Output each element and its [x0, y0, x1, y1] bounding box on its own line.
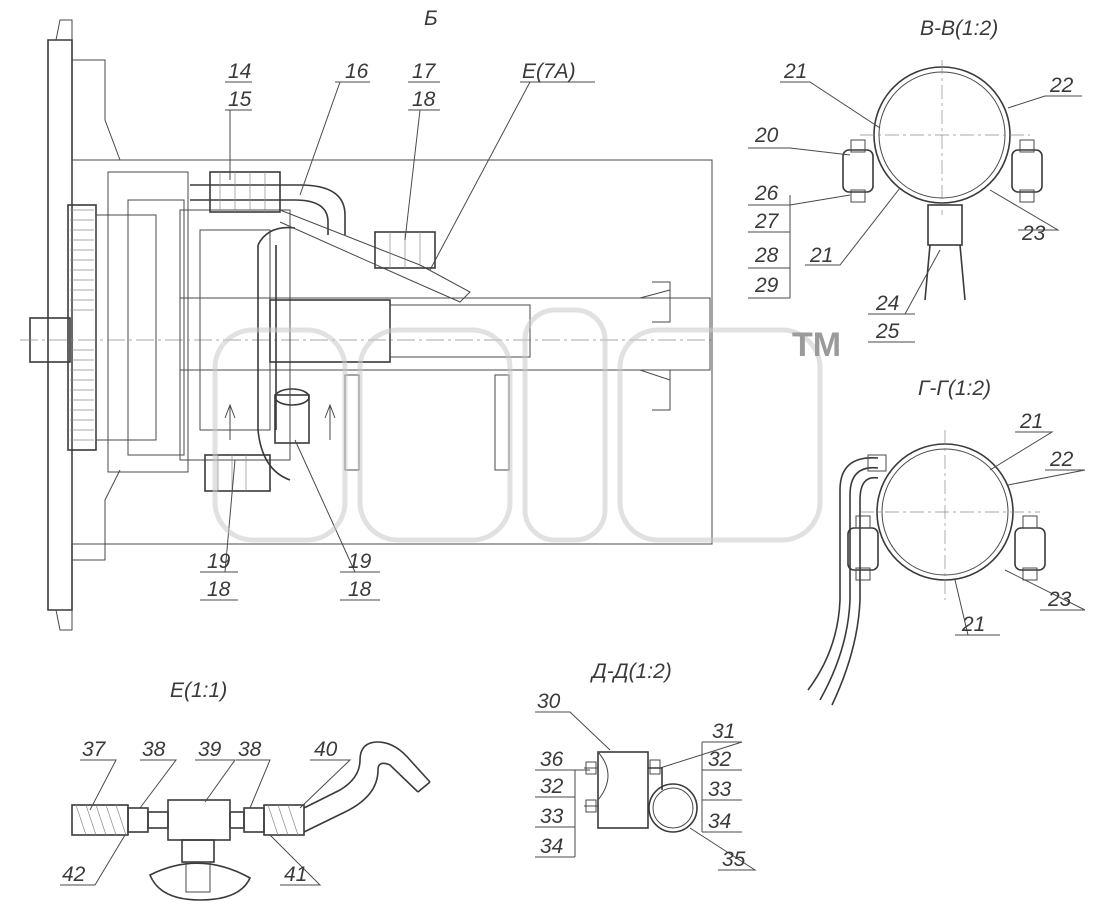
callouts-dd: 30 36 32 33 34 31 32 33 34 35	[537, 690, 746, 871]
callout-32-dd-right: 32	[708, 748, 732, 771]
callouts-gg: 21 22 21 23	[961, 410, 1074, 636]
callout-36-dd: 36	[540, 748, 564, 771]
callout-30-dd: 30	[537, 690, 561, 713]
callout-19-right: 19	[348, 550, 372, 573]
section-vv	[842, 60, 1043, 301]
callout-29-vv: 29	[754, 274, 779, 297]
callout-14: 14	[228, 60, 251, 83]
callout-31-dd: 31	[712, 720, 735, 743]
callouts-main: 14 15 16 17 18 19 18 19 18	[207, 60, 437, 601]
callout-34-dd-left: 34	[540, 835, 563, 858]
callout-16: 16	[345, 60, 369, 83]
title-main-view: Б	[424, 7, 438, 30]
section-vv-leaders	[748, 81, 1082, 343]
title-detail-ref: Е(7А)	[522, 60, 576, 83]
title-section-vv: В-В(1:2)	[920, 17, 998, 40]
callout-34-dd-right: 34	[708, 810, 731, 833]
callout-24-vv: 24	[875, 292, 899, 315]
callout-17: 17	[412, 60, 437, 83]
section-dd-leaders	[535, 711, 757, 871]
callout-25-vv: 25	[875, 320, 900, 343]
callouts-e: 37 38 39 38 40 42 41	[62, 738, 338, 886]
callout-21-gg-top: 21	[1019, 410, 1043, 433]
callout-28-vv: 28	[754, 244, 779, 267]
callout-41-e: 41	[284, 863, 307, 886]
callout-20-vv: 20	[754, 124, 779, 147]
callout-38-e-left: 38	[142, 738, 166, 761]
callout-23-gg: 23	[1047, 588, 1072, 611]
callout-18-right: 18	[348, 578, 372, 601]
title-detail-e: Е(1:1)	[170, 679, 227, 702]
watermark-tm: TM	[792, 326, 841, 364]
callout-27-vv: 27	[754, 210, 780, 233]
callout-18-top: 18	[412, 88, 436, 111]
callout-40-e: 40	[314, 738, 338, 761]
callout-22-vv: 22	[1049, 74, 1074, 97]
callout-21-gg-bottom: 21	[961, 613, 985, 636]
detail-e-leaders	[60, 759, 352, 886]
callout-38-e-right: 38	[238, 738, 262, 761]
callout-39-e: 39	[198, 738, 222, 761]
callout-33-dd-right: 33	[708, 778, 732, 801]
callout-35-dd: 35	[722, 848, 746, 871]
callouts-vv: 21 22 20 26 27 28 29 21 23 24 25	[754, 60, 1074, 343]
callout-21-vv-top: 21	[783, 60, 807, 83]
watermark-logo: TM	[212, 307, 841, 543]
callout-33-dd-left: 33	[540, 805, 564, 828]
main-view	[20, 19, 713, 631]
section-gg	[807, 430, 1046, 706]
callout-37-e: 37	[82, 738, 107, 761]
callout-23-vv: 23	[1021, 222, 1046, 245]
title-section-gg: Г-Г(1:2)	[918, 377, 991, 400]
section-gg-leaders	[954, 431, 1086, 636]
callout-21-vv-bottom: 21	[809, 244, 833, 267]
callout-18-left: 18	[207, 578, 231, 601]
main-view-leaders	[200, 81, 595, 601]
callout-26-vv: 26	[754, 182, 779, 205]
detail-e	[71, 741, 431, 901]
callout-15: 15	[228, 88, 252, 111]
callout-22-gg: 22	[1049, 448, 1074, 471]
title-section-dd: Д-Д(1:2)	[590, 660, 672, 683]
callout-32-dd-left: 32	[540, 775, 564, 798]
callout-42-e: 42	[62, 863, 86, 886]
view-titles: Б В-В(1:2) Г-Г(1:2) Д-Д(1:2) Е(1:1) Е(7А…	[170, 7, 998, 702]
callout-19-left: 19	[207, 550, 231, 573]
section-dd	[584, 751, 698, 833]
